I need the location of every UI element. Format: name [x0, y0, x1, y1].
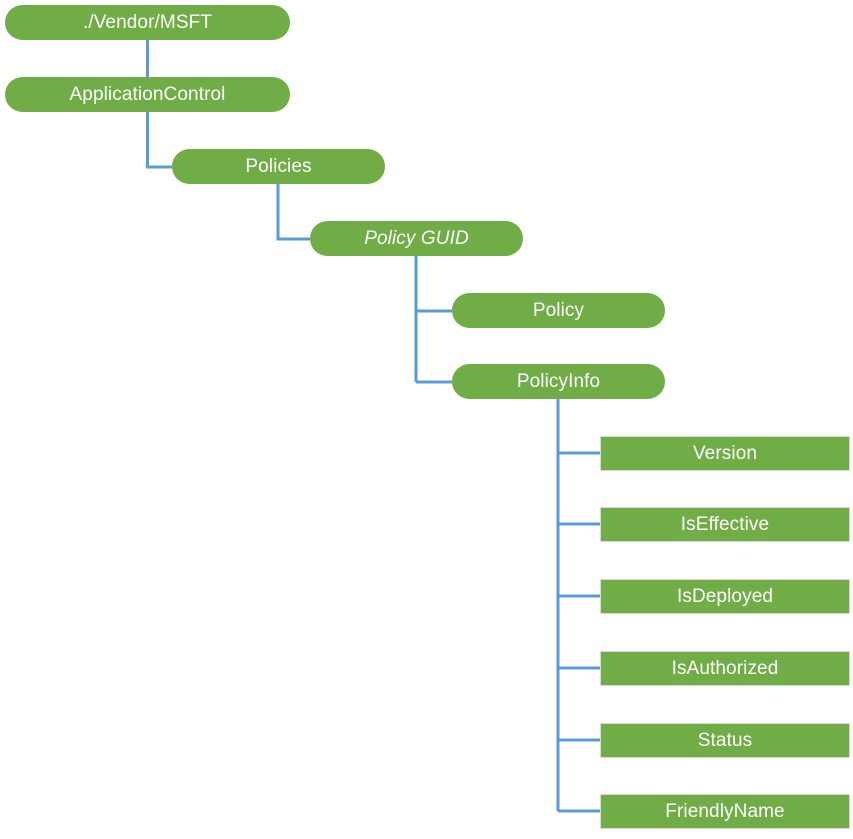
edge-policies-policyguid	[276, 184, 310, 241]
node-is-authorized[interactable]: IsAuthorized	[600, 651, 850, 686]
node-label: PolicyInfo	[516, 371, 601, 392]
node-policy-info[interactable]: PolicyInfo	[452, 364, 665, 399]
node-version[interactable]: Version	[600, 436, 850, 471]
node-label: IsAuthorized	[671, 658, 779, 679]
node-is-deployed[interactable]: IsDeployed	[600, 579, 850, 614]
node-policies[interactable]: Policies	[172, 149, 385, 184]
node-label: Status	[697, 730, 753, 751]
node-label: Version	[692, 443, 758, 464]
node-application-control[interactable]: ApplicationControl	[5, 77, 290, 112]
node-label: ./Vendor/MSFT	[82, 12, 213, 33]
node-label: FriendlyName	[665, 801, 785, 822]
node-label: Policy	[532, 300, 585, 321]
node-label: ApplicationControl	[69, 84, 226, 105]
node-friendly-name[interactable]: FriendlyName	[600, 794, 850, 829]
node-policy-guid[interactable]: Policy GUID	[310, 221, 523, 256]
node-label: IsDeployed	[676, 586, 774, 607]
node-is-effective[interactable]: IsEffective	[600, 507, 850, 542]
node-label: Policy GUID	[364, 228, 469, 249]
node-label: IsEffective	[680, 514, 770, 535]
node-status[interactable]: Status	[600, 723, 850, 758]
edge-appcontrol-policies	[146, 112, 172, 169]
node-label: Policies	[245, 156, 312, 177]
node-vendor-msft[interactable]: ./Vendor/MSFT	[5, 5, 290, 40]
node-policy[interactable]: Policy	[452, 293, 665, 328]
